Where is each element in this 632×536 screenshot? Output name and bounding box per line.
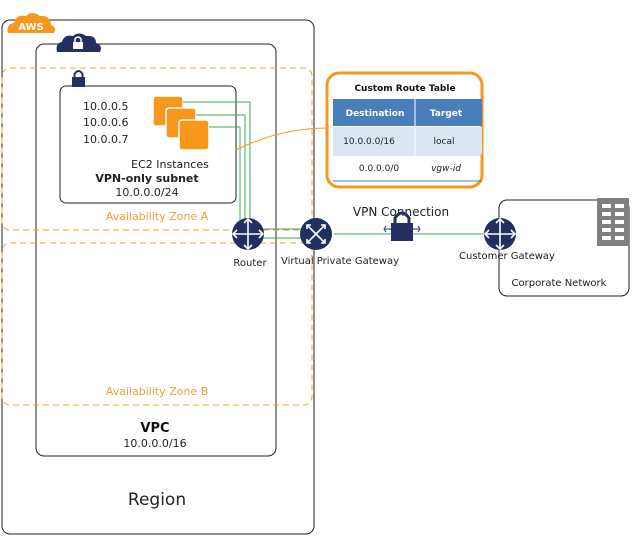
vpn-lock-icon <box>383 211 421 241</box>
vpc-box <box>35 43 277 457</box>
customer-gateway-label: Customer Gateway <box>459 251 555 262</box>
router-icon <box>231 217 265 251</box>
subnet-cidr: 10.0.0.0/24 <box>115 186 178 199</box>
ec2-instance-icon <box>178 119 210 151</box>
ec2-instances-label: EC2 Instances <box>131 158 209 171</box>
subnet-box <box>59 85 237 204</box>
route-table-cell: vgw-id <box>431 164 461 174</box>
instance-ip-2: 10.0.0.6 <box>83 116 128 129</box>
aws-badge: AWS <box>7 13 56 33</box>
availability-zone-b-box <box>1 242 313 406</box>
server-icon <box>597 198 629 246</box>
availability-zone-a-label: Availability Zone A <box>106 210 209 223</box>
instance-ip-1: 10.0.0.5 <box>83 100 128 113</box>
route-table-title: Custom Route Table <box>354 84 455 94</box>
vpc-cloud-lock-icon <box>56 33 101 52</box>
route-table-header <box>333 99 482 126</box>
route-table-connector <box>235 127 329 151</box>
corporate-network-label: Corporate Network <box>512 278 607 289</box>
vpg-icon <box>300 218 332 250</box>
instance-ip-3: 10.0.0.7 <box>83 133 128 146</box>
route-table-row <box>333 127 482 154</box>
aws-badge-label: AWS <box>18 22 44 33</box>
router-label: Router <box>233 258 267 269</box>
route-table-header-destination: Destination <box>346 109 405 119</box>
route-table-header-target: Target <box>430 109 463 119</box>
region-label: Region <box>128 490 186 510</box>
aws-cloud-icon <box>7 13 56 33</box>
vpc-cidr: 10.0.0.0/16 <box>123 437 186 450</box>
subnet-lock-icon <box>72 70 85 87</box>
availability-zone-a-box <box>1 67 313 231</box>
route-table-cell: local <box>434 137 455 147</box>
customer-gateway-icon <box>483 217 517 251</box>
vpg-label: Virtual Private Gateway <box>281 256 399 267</box>
route-table-cell: 0.0.0.0/0 <box>359 164 400 174</box>
route-table-cell: 10.0.0.0/16 <box>343 137 395 147</box>
availability-zone-b-label: Availability Zone B <box>106 385 209 398</box>
subnet-name: VPN-only subnet <box>95 172 198 185</box>
vpc-label: VPC <box>140 421 169 436</box>
